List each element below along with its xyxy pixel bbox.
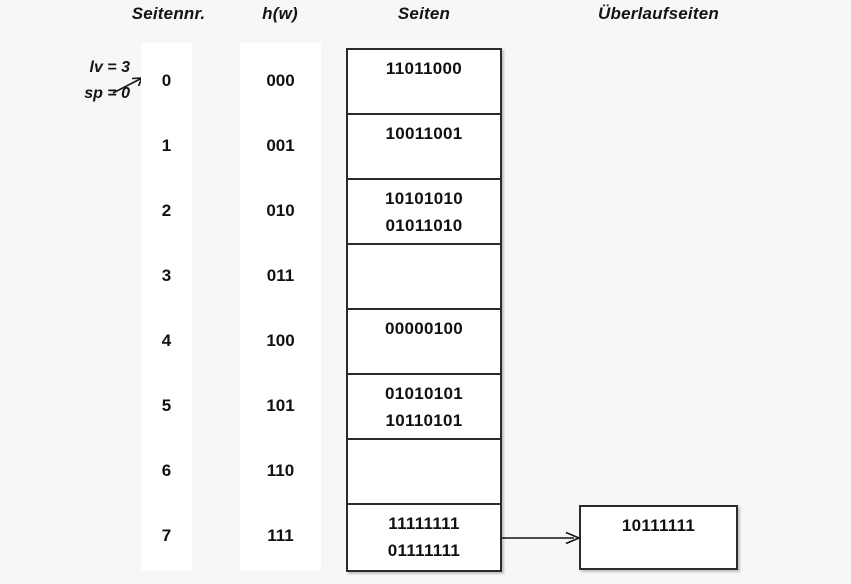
arrow-right-icon	[502, 531, 580, 545]
seitennr-cell: 4	[161, 331, 172, 350]
seiten-cell: 11111111 01111111	[348, 505, 500, 570]
column-header-ueberlaufseiten: Überlaufseiten	[598, 4, 719, 23]
hw-cell: 000	[266, 71, 295, 90]
hw-cell: 110	[266, 461, 295, 480]
hw-cell: 010	[266, 201, 295, 220]
column-header-seitennr: Seitennr.	[131, 4, 206, 23]
seiten-cell-empty	[348, 440, 500, 505]
seiten-entry: 01010101	[384, 384, 464, 403]
seiten-cell: 11011000	[348, 50, 500, 115]
param-lv: lv = 3	[89, 59, 130, 76]
seitennr-column-strip	[141, 43, 192, 570]
seiten-entry: 10110101	[385, 411, 463, 430]
hw-cell: 100	[266, 331, 295, 350]
seiten-entry: 00000100	[384, 319, 464, 338]
seiten-cell-empty	[348, 245, 500, 310]
hw-cell: 111	[267, 526, 294, 545]
seiten-entry: 10101010	[384, 189, 464, 208]
column-header-hw: h(w)	[262, 4, 298, 23]
column-header-seiten: Seiten	[397, 4, 451, 23]
hw-column-strip	[240, 43, 321, 570]
ueberlaufseite-entry: 10111111	[621, 516, 696, 535]
seiten-cell: 10101010 01011010	[348, 180, 500, 245]
hw-cell: 001	[266, 136, 295, 155]
seiten-table: 11011000 10011001 10101010 01011010 0000…	[346, 48, 502, 572]
seitennr-cell: 1	[161, 136, 172, 155]
seitennr-cell: 0	[161, 71, 172, 90]
seitennr-cell: 2	[161, 201, 172, 220]
seiten-entry: 10011001	[385, 124, 463, 143]
ueberlaufseite-box: 10111111	[579, 505, 738, 570]
seiten-cell: 00000100	[348, 310, 500, 375]
seiten-cell: 01010101 10110101	[348, 375, 500, 440]
seitennr-cell: 5	[161, 396, 172, 415]
seiten-entry: 11011000	[385, 59, 463, 78]
seitennr-cell: 7	[161, 526, 172, 545]
seitennr-cell: 6	[161, 461, 172, 480]
seiten-entry: 01111111	[387, 541, 461, 560]
seiten-entry: 01011010	[385, 216, 463, 235]
seiten-entry: 11111111	[388, 514, 460, 533]
seiten-cell: 10011001	[348, 115, 500, 180]
seitennr-cell: 3	[161, 266, 172, 285]
hw-cell: 101	[266, 396, 295, 415]
hw-cell: 011	[266, 266, 295, 285]
